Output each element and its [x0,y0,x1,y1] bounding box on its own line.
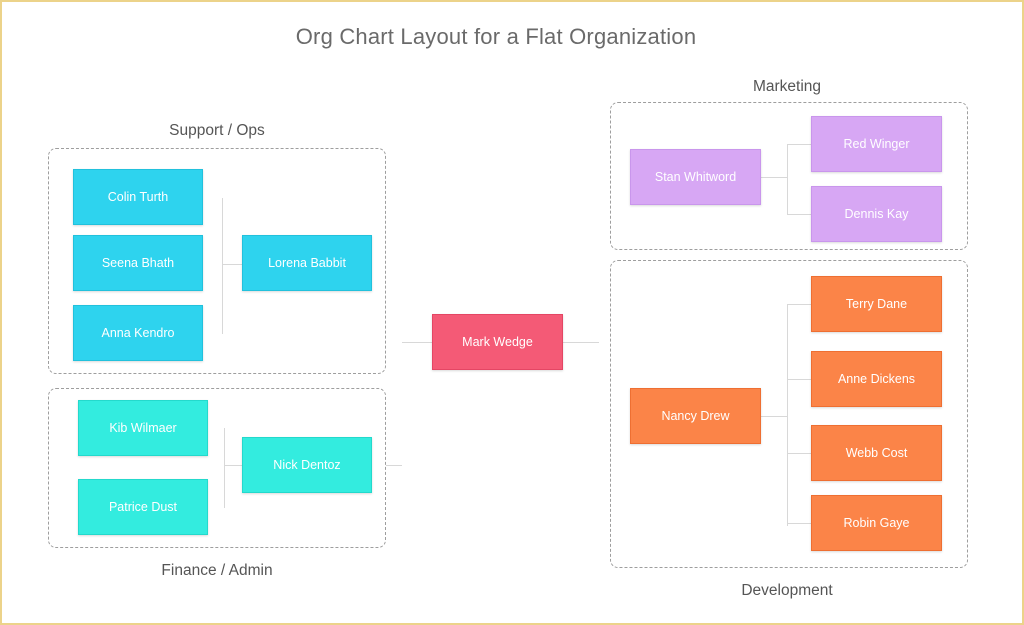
connector-line [224,428,225,508]
connector-line [761,177,787,178]
connector-line [787,304,788,526]
connector-line [787,304,811,305]
org-node-nick-dentoz[interactable]: Nick Dentoz [242,437,372,493]
group-label-development: Development [741,582,833,599]
connector-line [787,453,811,454]
group-development [610,260,968,568]
org-node-anna-kendro[interactable]: Anna Kendro [73,305,203,361]
org-node-dennis-kay[interactable]: Dennis Kay [811,186,942,242]
connector-line [787,144,811,145]
org-node-seena-bhath[interactable]: Seena Bhath [73,235,203,291]
connector-line [222,198,223,334]
org-node-patrice-dust[interactable]: Patrice Dust [78,479,208,535]
connector-line [787,379,811,380]
org-node-anne-dickens[interactable]: Anne Dickens [811,351,942,407]
org-node-colin-turth[interactable]: Colin Turth [73,169,203,225]
connector-line [761,416,787,417]
org-node-stan-whitword[interactable]: Stan Whitword [630,149,761,205]
group-finance-admin [48,388,386,548]
group-marketing [610,102,968,250]
connector-line [402,342,432,343]
group-support-ops [48,148,386,374]
connector-line [563,342,599,343]
org-node-red-winger[interactable]: Red Winger [811,116,942,172]
org-node-terry-dane[interactable]: Terry Dane [811,276,942,332]
connector-line [386,465,402,466]
org-node-kib-wilmaer[interactable]: Kib Wilmaer [78,400,208,456]
connector-line [787,523,811,524]
org-node-webb-cost[interactable]: Webb Cost [811,425,942,481]
org-node-robin-gaye[interactable]: Robin Gaye [811,495,942,551]
page-title: Org Chart Layout for a Flat Organization [295,24,697,49]
org-node-mark-wedge[interactable]: Mark Wedge [432,314,563,370]
group-label-support-ops: Support / Ops [169,122,265,139]
connector-line [224,465,242,466]
org-node-lorena-babbit[interactable]: Lorena Babbit [242,235,372,291]
org-node-nancy-drew[interactable]: Nancy Drew [630,388,761,444]
connector-line [787,214,811,215]
connector-line [222,264,242,265]
group-label-finance-admin: Finance / Admin [161,562,273,579]
connector-line [787,144,788,214]
group-label-marketing: Marketing [752,78,822,95]
